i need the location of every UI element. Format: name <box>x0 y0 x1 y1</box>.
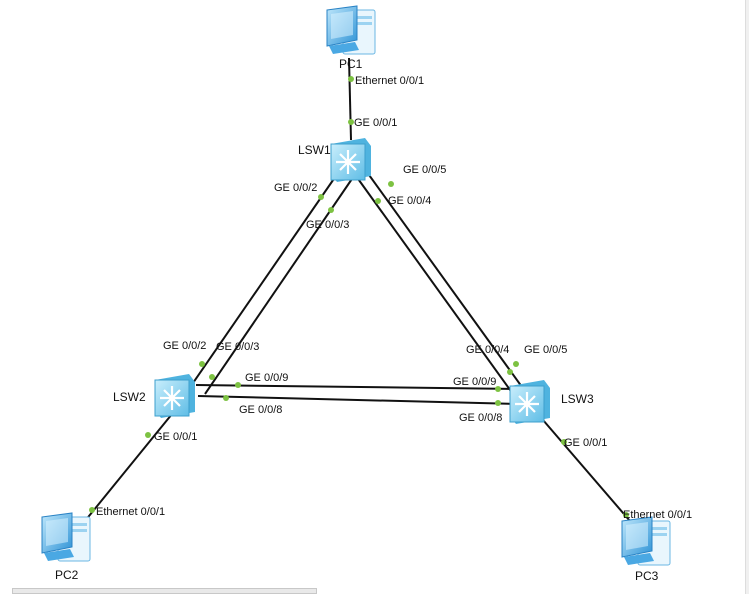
port-label-lsw1-ge2: GE 0/0/2 <box>274 182 318 194</box>
port-dot <box>348 119 354 125</box>
pc2-device[interactable] <box>41 512 91 562</box>
port-label-lsw3-ge8: GE 0/0/8 <box>459 412 503 424</box>
port-dot <box>507 369 513 375</box>
port-label-lsw2-ge9: GE 0/0/9 <box>245 372 289 384</box>
port-label-lsw2-ge8: GE 0/0/8 <box>239 404 283 416</box>
lsw1-label: LSW1 <box>298 143 331 157</box>
pc2-label: PC2 <box>55 568 79 582</box>
lsw2-device[interactable] <box>154 374 195 418</box>
pc1-device[interactable] <box>326 5 376 55</box>
switch-icon <box>330 138 371 182</box>
port-dot <box>223 395 229 401</box>
link-lsw1-lsw3-a[interactable] <box>363 167 523 388</box>
port-dot <box>209 374 215 380</box>
port-label-lsw1-ge1: GE 0/0/1 <box>354 117 398 129</box>
link-lsw1-lsw3-b[interactable] <box>355 175 514 395</box>
port-dot <box>375 198 381 204</box>
port-label-lsw1-ge3: GE 0/0/3 <box>306 219 350 231</box>
port-dot <box>495 400 501 406</box>
link-lsw1-lsw2-a[interactable] <box>192 169 341 384</box>
switch-icon <box>154 374 195 418</box>
port-dot <box>495 386 501 392</box>
pc3-label: PC3 <box>635 569 659 583</box>
port-label-pc3-eth: Ethernet 0/0/1 <box>623 509 693 521</box>
window-right-edge <box>745 0 749 594</box>
port-dot <box>513 361 519 367</box>
port-label-lsw2-ge2: GE 0/0/2 <box>163 340 207 352</box>
link-lsw2-lsw3-b[interactable] <box>197 395 521 405</box>
port-label-lsw1-ge4: GE 0/0/4 <box>388 195 432 207</box>
link-lsw2-lsw3-a[interactable] <box>195 384 521 390</box>
lsw2-label: LSW2 <box>113 390 146 404</box>
pc-icon <box>41 512 91 562</box>
pc1-label: PC1 <box>339 57 363 71</box>
link-pc1-lsw1[interactable] <box>348 57 352 141</box>
pc3-device[interactable] <box>621 516 671 566</box>
port-dot <box>89 507 95 513</box>
port-label-pc1-eth: Ethernet 0/0/1 <box>355 75 425 87</box>
port-dot <box>561 439 567 445</box>
link-lsw1-lsw2-b[interactable] <box>204 172 357 395</box>
lsw3-device[interactable] <box>509 380 550 424</box>
switch-icon <box>509 380 550 424</box>
port-label-lsw3-ge9: GE 0/0/9 <box>453 376 497 388</box>
port-label-pc2-eth: Ethernet 0/0/1 <box>96 506 166 518</box>
horizontal-scrollbar[interactable] <box>12 588 317 594</box>
port-label-lsw3-ge4: GE 0/0/4 <box>466 344 510 356</box>
port-label-lsw3-ge1: GE 0/0/1 <box>564 437 608 449</box>
port-label-lsw2-ge3: GE 0/0/3 <box>216 341 260 353</box>
port-dot <box>623 512 629 518</box>
port-label-lsw2-ge1: GE 0/0/1 <box>154 431 198 443</box>
port-dot <box>348 76 354 82</box>
port-dot <box>388 181 394 187</box>
port-dot <box>328 207 334 213</box>
pc-icon <box>621 516 671 566</box>
lsw3-label: LSW3 <box>561 392 594 406</box>
port-dot <box>145 432 151 438</box>
links <box>75 57 637 533</box>
port-label-lsw3-ge5: GE 0/0/5 <box>524 344 568 356</box>
lsw1-device[interactable] <box>330 138 371 182</box>
port-dot <box>318 194 324 200</box>
port-dot <box>199 361 205 367</box>
pc-icon <box>326 5 376 55</box>
link-lsw3-pc3[interactable] <box>542 419 637 529</box>
port-label-lsw1-ge5: GE 0/0/5 <box>403 164 447 176</box>
port-dot <box>235 382 241 388</box>
port-dots <box>89 76 629 518</box>
